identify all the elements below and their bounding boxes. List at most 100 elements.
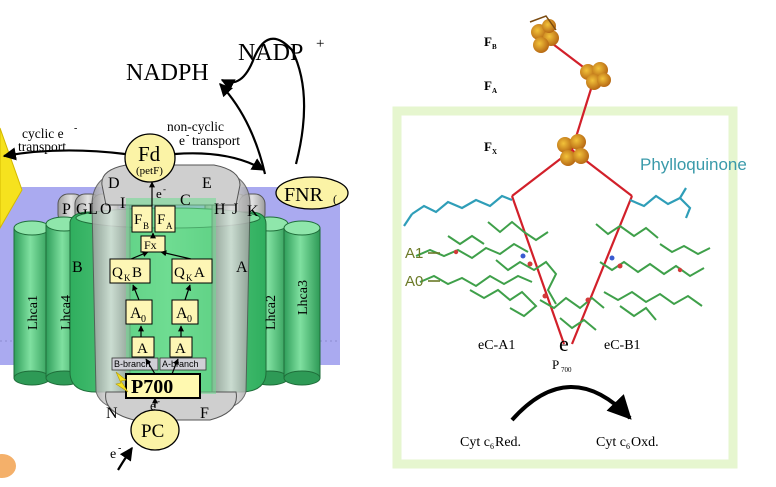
orange-blob [0,454,16,478]
subunit-b: B [72,259,83,276]
cyclic-label-2: transport [18,139,66,154]
cyt-red-label: Cyt c [460,435,490,450]
a0-left-sub: 0 [141,314,146,325]
e-minus-entry: e [110,447,116,462]
lhca2-label: Lhca2 [264,295,279,330]
transport-arrows [2,37,306,471]
fx-struct-sub: X [492,148,497,156]
qkb-label: Q [112,265,123,281]
subunit-p: P [62,201,71,218]
a0-label: A0 [405,273,423,290]
subunit-o: O [100,201,112,218]
fe-s-cluster-fx [557,134,589,166]
subunit-h: H [214,201,226,218]
cyt-oxd-sub: 6 [626,442,630,451]
cyt-red-sub: 6 [490,442,494,451]
fe-s-cluster-fb [529,15,559,53]
lhca3-cylinder [283,220,321,386]
fb-struct-sub: B [492,43,497,51]
fe-s-cluster-fa [580,62,611,90]
pc-ellipse [130,409,180,451]
subunit-n: N [106,405,118,422]
fnr-label: FNR [284,184,324,206]
fa-sub: A [166,221,173,231]
fd-sub-label: (petF) [136,165,163,177]
subunit-d: D [108,175,120,192]
a-pointers [428,252,440,282]
red-links [510,37,634,345]
subunit-e: E [202,175,212,192]
a1-label: A1 [405,245,423,262]
a-right-label: A [175,341,186,357]
fnr-ellipse [275,176,349,210]
noncyclic-label-3: transport [192,133,240,148]
qkb-sub: K [124,273,131,283]
subunit-l: L [88,201,98,218]
lhca4-label: Lhca4 [59,295,74,330]
fa-label: F [157,212,165,228]
cyt-arrow [510,385,632,422]
pc-label: PC [141,421,164,442]
cofactor-boxes [109,205,213,399]
fx-struct-label: F [484,139,492,154]
a-left-label: A [137,341,148,357]
a0-right-sub: 0 [187,314,192,325]
ec-b1-label: eC-B1 [604,338,641,353]
noncyclic-label-1: non-cyclic [167,119,224,134]
fb-sub: B [143,221,149,231]
e-minus-bottom-sup: - [157,396,160,406]
nadph-label: NADPH [126,60,209,86]
right-labels: F B F A F X Phylloquinone A1 A0 eC-A1 eC… [405,34,747,451]
fa-struct-sub: A [492,87,497,95]
subunit-f: F [200,405,209,422]
qka-sub: K [186,273,193,283]
noncyclic-label-2: e [179,133,185,148]
subunit-j: J [232,201,238,218]
chlorophyll-sticks [415,220,711,331]
phylloquinone-label: Phylloquinone [640,155,747,174]
subunit-shells [91,164,251,421]
e-minus-entry-sup: - [118,443,121,454]
internal-arrows [130,181,192,408]
fb-struct-label: F [484,34,492,49]
subunit-i: I [120,195,125,212]
lightning-icon [115,371,129,393]
heteroatoms [453,249,683,303]
nadp-sup: + [316,36,324,52]
e-minus-top: e [156,186,162,201]
subunit-c: C [180,192,191,209]
qka-label: Q [174,265,185,281]
qka-tail: A [194,265,205,281]
structure-panel [392,15,738,469]
fd-label: Fd [138,142,161,166]
p700-struct-label: P [552,357,559,372]
fb-label: F [134,212,142,228]
e-label: e [559,331,569,356]
lhca3-label: Lhca3 [296,280,311,315]
cyclic-label-1: cyclic e [22,126,64,141]
fx-label: Fx [144,238,157,252]
p700-label: P700 [131,376,173,398]
cyt-oxd-label: Cyt c [596,435,626,450]
fnr-paren: ( [333,192,337,206]
psi-schematic [0,37,349,478]
left-labels: NADPH NADP + cyclic e - transport non-cy… [18,36,337,462]
phylloquinone-chains [403,187,692,227]
a0-left-label: A [130,305,142,322]
cyt-red-tail: Red. [495,435,521,450]
lhca1-label: Lhca1 [26,295,41,330]
p700-struct-sub: 700 [561,366,572,374]
subunit-k: K [247,203,259,220]
a0-right-label: A [176,305,188,322]
b-branch-label: B-branch [114,359,151,369]
cyt-oxd-tail: Oxd. [631,435,659,450]
ec-a1-label: eC-A1 [478,338,515,353]
structure-frame [392,106,738,469]
qkb-tail: B [132,265,142,281]
subunit-a: A [236,259,248,276]
nadp-label: NADP [238,40,303,66]
a-branch-label: A-branch [162,359,199,369]
fa-struct-label: F [484,78,492,93]
subunit-g: G [76,201,88,218]
